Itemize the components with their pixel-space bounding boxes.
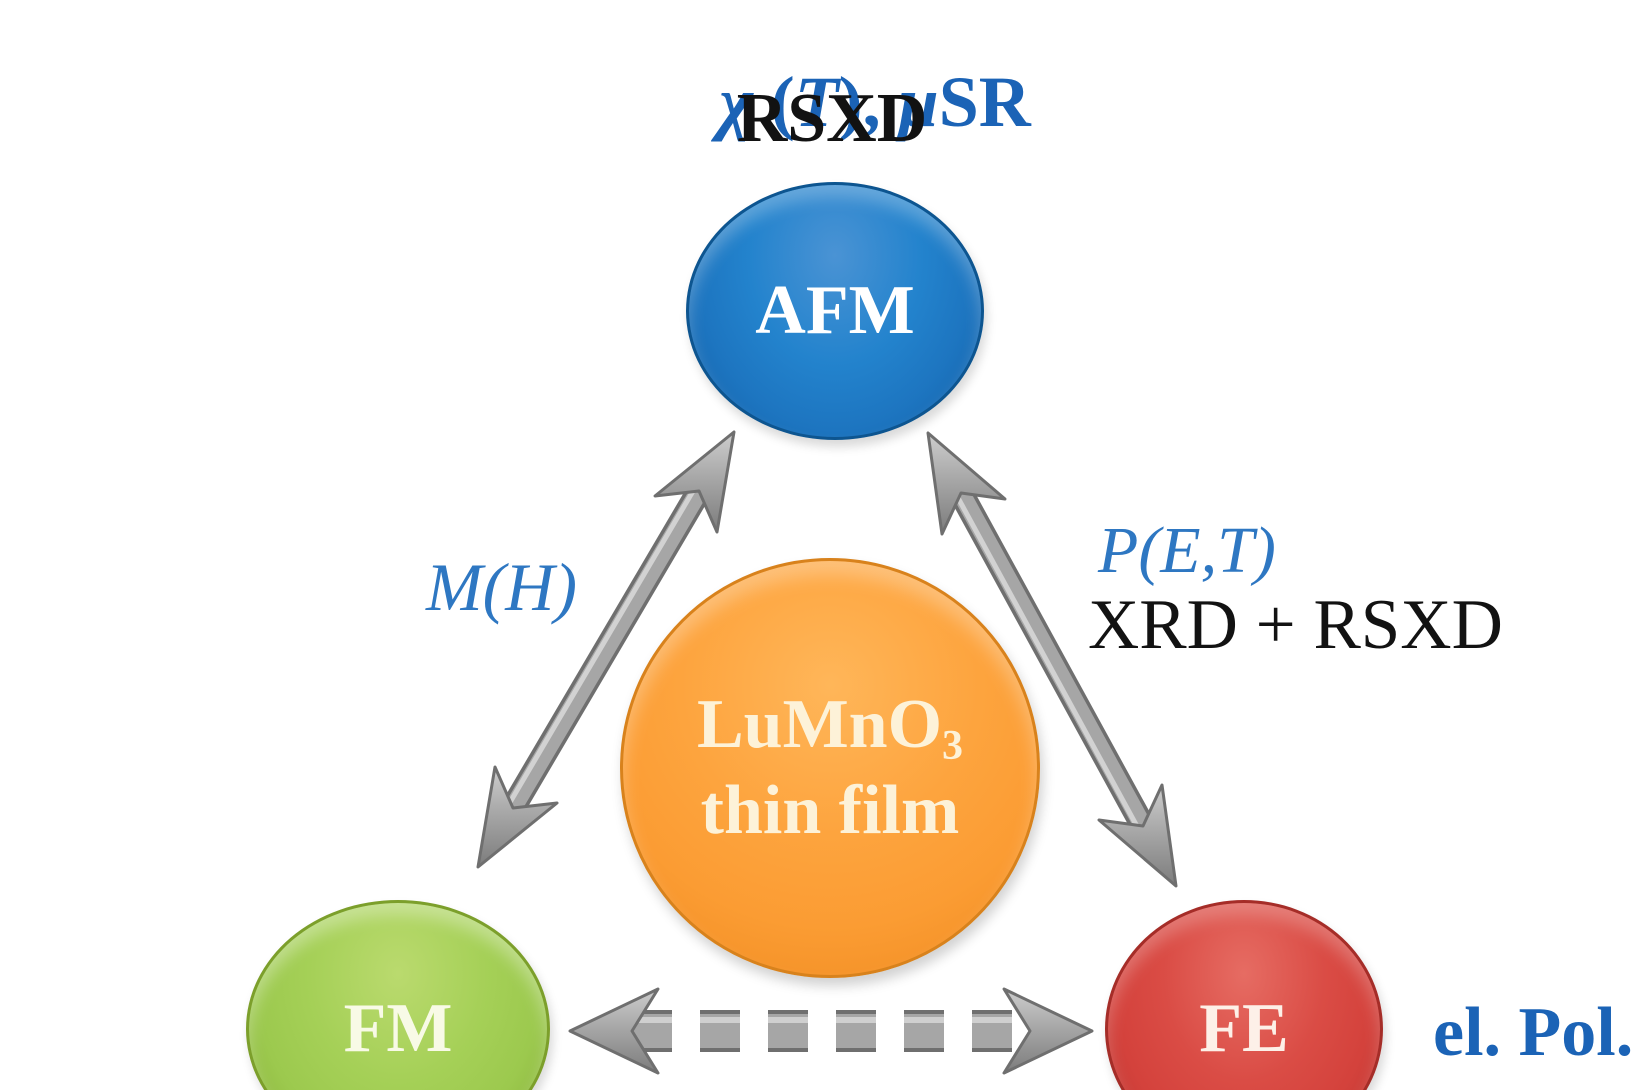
top-sep1: ( (752, 62, 795, 142)
lumno-subscript: 3 (942, 723, 964, 770)
label-el-pol: el. Pol. (1433, 994, 1634, 1071)
label-magn-musr: Magn. μSR (0, 914, 206, 1090)
arrow-fe-afm (926, 431, 1178, 888)
node-center-line2: thin film (700, 771, 960, 849)
label-pet: P(E,T) (1098, 514, 1276, 587)
mu-symbol: μ (898, 62, 939, 142)
arrow-fm-fe-dashed (568, 987, 1094, 1075)
label-top-rsxd: RSXD (736, 80, 928, 157)
label-top-methods: χ (T), μSR (439, 0, 1239, 210)
top-sr: SR (938, 62, 1031, 142)
node-center-line1: LuMnO3 (697, 685, 963, 771)
arrow-fm-afm (476, 430, 736, 869)
node-afm: AFM (686, 182, 984, 440)
chi-symbol: χ (719, 62, 753, 142)
node-afm-label: AFM (755, 272, 915, 349)
node-fm-label: FM (343, 990, 453, 1067)
node-fe-label: FE (1199, 990, 1289, 1067)
node-center-lumno3: LuMnO3 thin film (620, 558, 1040, 978)
lumno-text: LuMnO (696, 686, 943, 764)
label-mh: M(H) (426, 549, 578, 625)
temperature-symbol: T (794, 62, 839, 142)
top-sep2: ), (838, 62, 899, 142)
label-xrd-rsxd: XRD + RSXD (1088, 586, 1503, 664)
